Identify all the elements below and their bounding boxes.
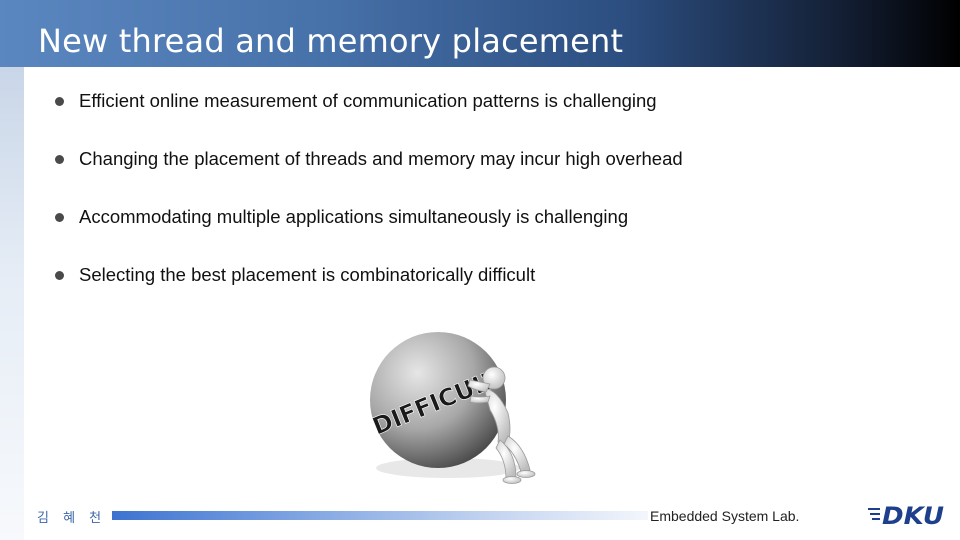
bullet-text: Efficient online measurement of communic…: [79, 90, 657, 111]
bullet-list: Efficient online measurement of communic…: [55, 86, 683, 318]
bullet-item: Accommodating multiple applications simu…: [55, 202, 683, 260]
bullet-text: Changing the placement of threads and me…: [79, 148, 683, 169]
left-decor-panel: [0, 67, 24, 540]
person-pushing-ball-icon: DIFFICULT: [368, 332, 536, 484]
lab-name: Embedded System Lab.: [650, 508, 800, 524]
bullet-text: Selecting the best placement is combinat…: [79, 264, 536, 285]
bullet-item: Changing the placement of threads and me…: [55, 144, 683, 202]
slide-title: New thread and memory placement: [38, 22, 624, 60]
author-name: 김 혜 천: [37, 511, 107, 526]
bullet-dot-icon: [55, 155, 64, 164]
bullet-item: Selecting the best placement is combinat…: [55, 260, 683, 318]
bullet-text: Accommodating multiple applications simu…: [79, 206, 629, 227]
bullet-dot-icon: [55, 97, 64, 106]
dku-logo-icon: DKU: [868, 502, 944, 528]
bullet-dot-icon: [55, 271, 64, 280]
bullet-item: Efficient online measurement of communic…: [55, 86, 683, 144]
title-bar: New thread and memory placement: [0, 0, 960, 67]
bullet-dot-icon: [55, 213, 64, 222]
footer-gradient-bar: [112, 511, 648, 520]
dku-logo-text: DKU: [882, 502, 944, 528]
